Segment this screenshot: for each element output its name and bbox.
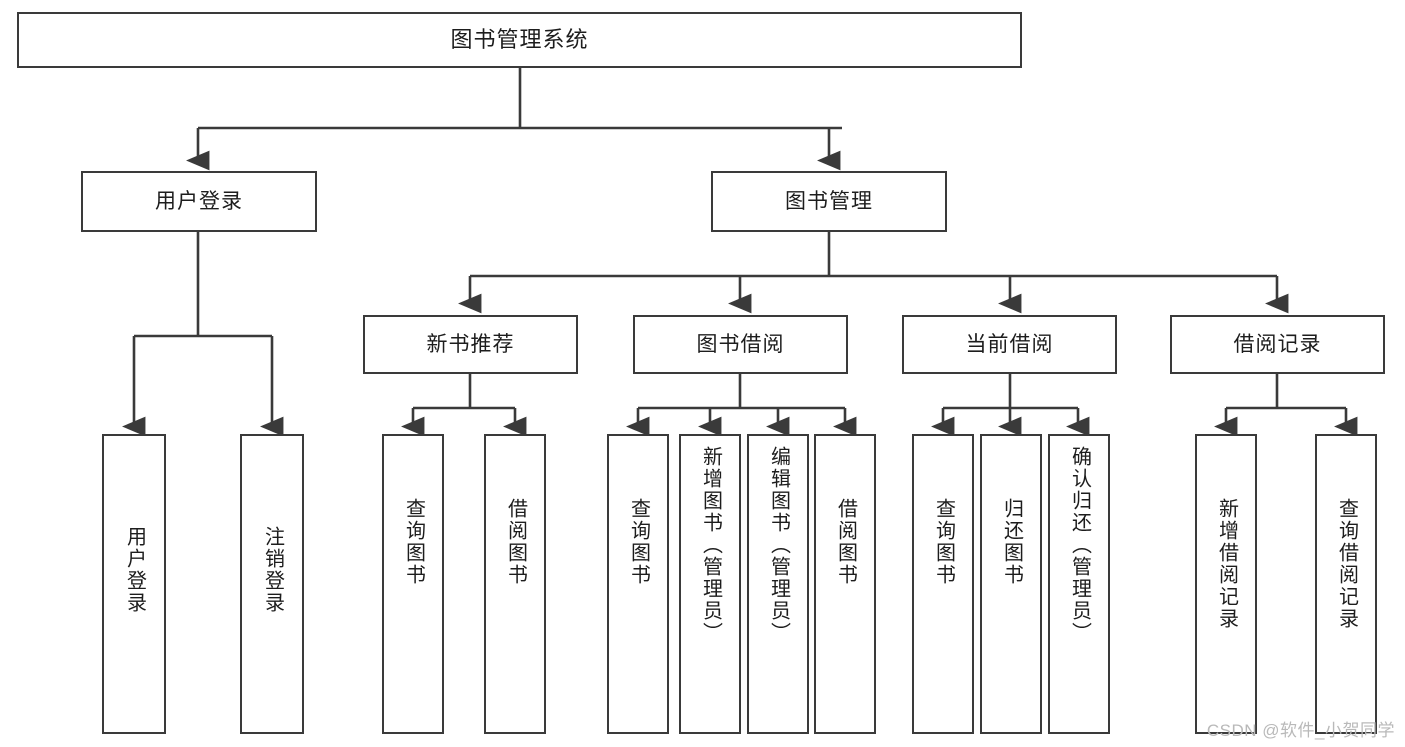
node-label: 查询图书 <box>402 498 425 586</box>
node-label: 新增图书（管理员） <box>699 446 722 644</box>
leaf-current-confirm-return-admin[interactable]: 确认归还（管理员） <box>1048 434 1110 734</box>
leaf-current-return-book[interactable]: 归还图书 <box>980 434 1042 734</box>
node-label: 查询借阅记录 <box>1335 498 1358 630</box>
node-current-borrow[interactable]: 当前借阅 <box>902 315 1117 374</box>
node-label: 借阅记录 <box>1233 332 1322 356</box>
node-label: 图书管理 <box>785 189 873 213</box>
leaf-borrow-edit-book-admin[interactable]: 编辑图书（管理员） <box>747 434 809 734</box>
leaf-record-add-record[interactable]: 新增借阅记录 <box>1195 434 1257 734</box>
node-label: 新书推荐 <box>426 332 515 356</box>
node-label: 归还图书 <box>1000 498 1023 586</box>
leaf-record-query-record[interactable]: 查询借阅记录 <box>1315 434 1377 734</box>
node-label: 新增借阅记录 <box>1215 498 1238 630</box>
node-label: 确认归还（管理员） <box>1068 446 1091 644</box>
node-label: 当前借阅 <box>965 332 1054 356</box>
leaf-borrow-add-book-admin[interactable]: 新增图书（管理员） <box>679 434 741 734</box>
watermark: CSDN @软件_小贺同学 <box>1206 721 1395 740</box>
node-root-system[interactable]: 图书管理系统 <box>17 12 1022 68</box>
node-label: 注销登录 <box>261 526 284 614</box>
leaf-borrow-borrow-book[interactable]: 借阅图书 <box>814 434 876 734</box>
node-label: 查询图书 <box>627 498 650 586</box>
node-new-book-recommend[interactable]: 新书推荐 <box>363 315 578 374</box>
node-label: 图书借阅 <box>696 332 785 356</box>
leaf-user-login-login[interactable]: 用户登录 <box>102 434 166 734</box>
leaf-user-login-logout[interactable]: 注销登录 <box>240 434 304 734</box>
node-label: 查询图书 <box>932 498 955 586</box>
node-label: 编辑图书（管理员） <box>767 446 790 644</box>
node-user-login[interactable]: 用户登录 <box>81 171 317 232</box>
node-book-management[interactable]: 图书管理 <box>711 171 947 232</box>
node-label: 用户登录 <box>155 189 243 213</box>
node-label: 图书管理系统 <box>450 26 589 52</box>
node-book-borrow[interactable]: 图书借阅 <box>633 315 848 374</box>
node-label: 借阅图书 <box>834 498 857 586</box>
node-label: 用户登录 <box>123 526 146 614</box>
leaf-new-book-query[interactable]: 查询图书 <box>382 434 444 734</box>
leaf-new-book-borrow[interactable]: 借阅图书 <box>484 434 546 734</box>
leaf-current-query-book[interactable]: 查询图书 <box>912 434 974 734</box>
node-label: 借阅图书 <box>504 498 527 586</box>
node-borrow-record[interactable]: 借阅记录 <box>1170 315 1385 374</box>
leaf-borrow-query-book[interactable]: 查询图书 <box>607 434 669 734</box>
